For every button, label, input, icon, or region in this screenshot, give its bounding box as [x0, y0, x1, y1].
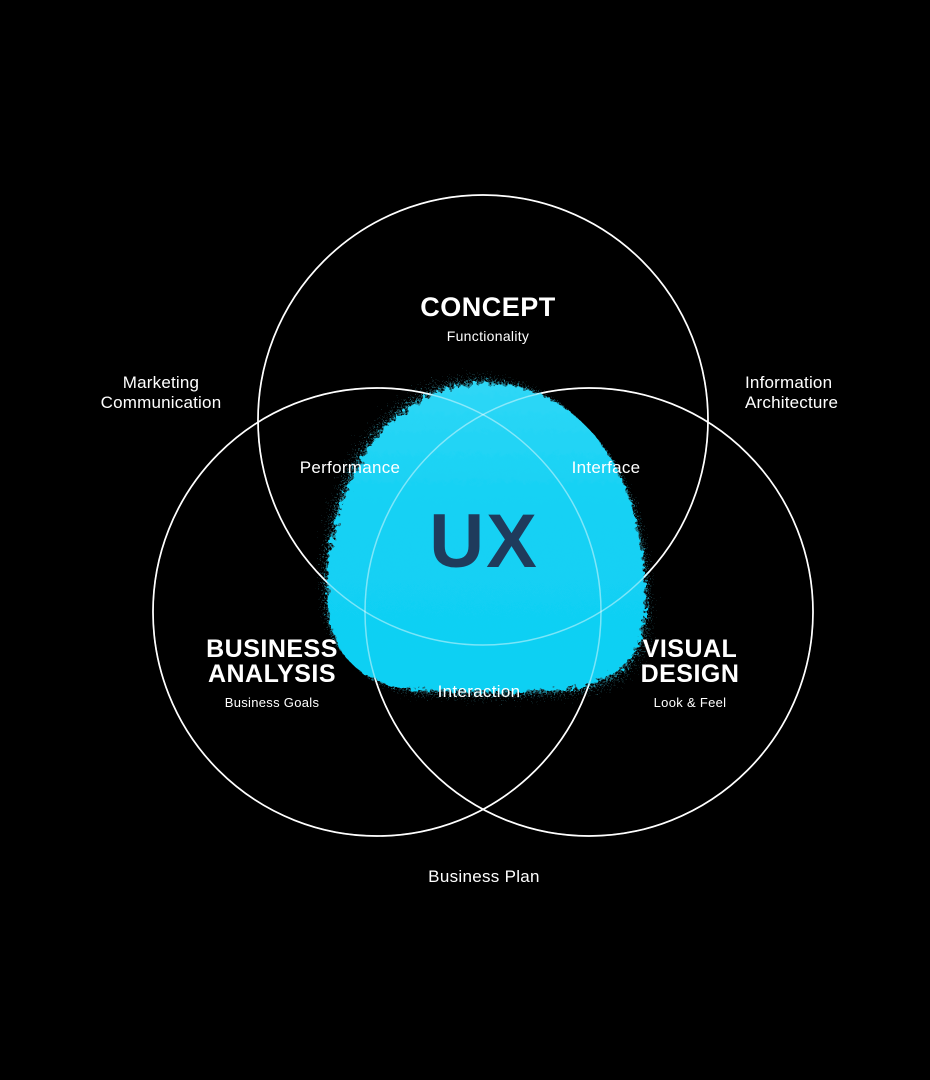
ux-center-blob — [327, 383, 645, 692]
circle-business-analysis-overlay — [152, 387, 602, 837]
set-label-business-analysis: BUSINESS ANALYSIS Business Goals — [182, 637, 362, 711]
set-title-visual-design: VISUAL DESIGN — [640, 635, 740, 688]
set-title-concept: CONCEPT — [420, 292, 556, 322]
center-label-ux: UX — [429, 499, 539, 584]
intersection-label-interface: Interface — [571, 458, 641, 477]
blob-body — [327, 383, 645, 692]
intersection-label-performance: Performance — [299, 458, 401, 477]
outer-label-business-plan: Business Plan — [428, 867, 540, 886]
intersection-label-interaction: Interaction — [437, 682, 521, 701]
outer-label-information-architecture: Information Architecture — [745, 373, 839, 413]
set-title-business-analysis: BUSINESS ANALYSIS — [206, 635, 338, 688]
outer-label-marketing-communication: Marketing Communication — [100, 373, 222, 413]
set-subtitle-concept: Functionality — [446, 328, 530, 344]
set-subtitle-business-analysis: Business Goals — [224, 695, 320, 710]
set-label-concept: CONCEPT Functionality — [420, 294, 556, 345]
set-label-visual-design: VISUAL DESIGN Look & Feel — [615, 637, 765, 711]
venn-circle-outlines-overlay — [152, 194, 814, 837]
circle-concept-overlay — [257, 194, 709, 646]
circle-visual-design-overlay — [364, 387, 814, 837]
set-subtitle-visual-design: Look & Feel — [653, 695, 727, 710]
